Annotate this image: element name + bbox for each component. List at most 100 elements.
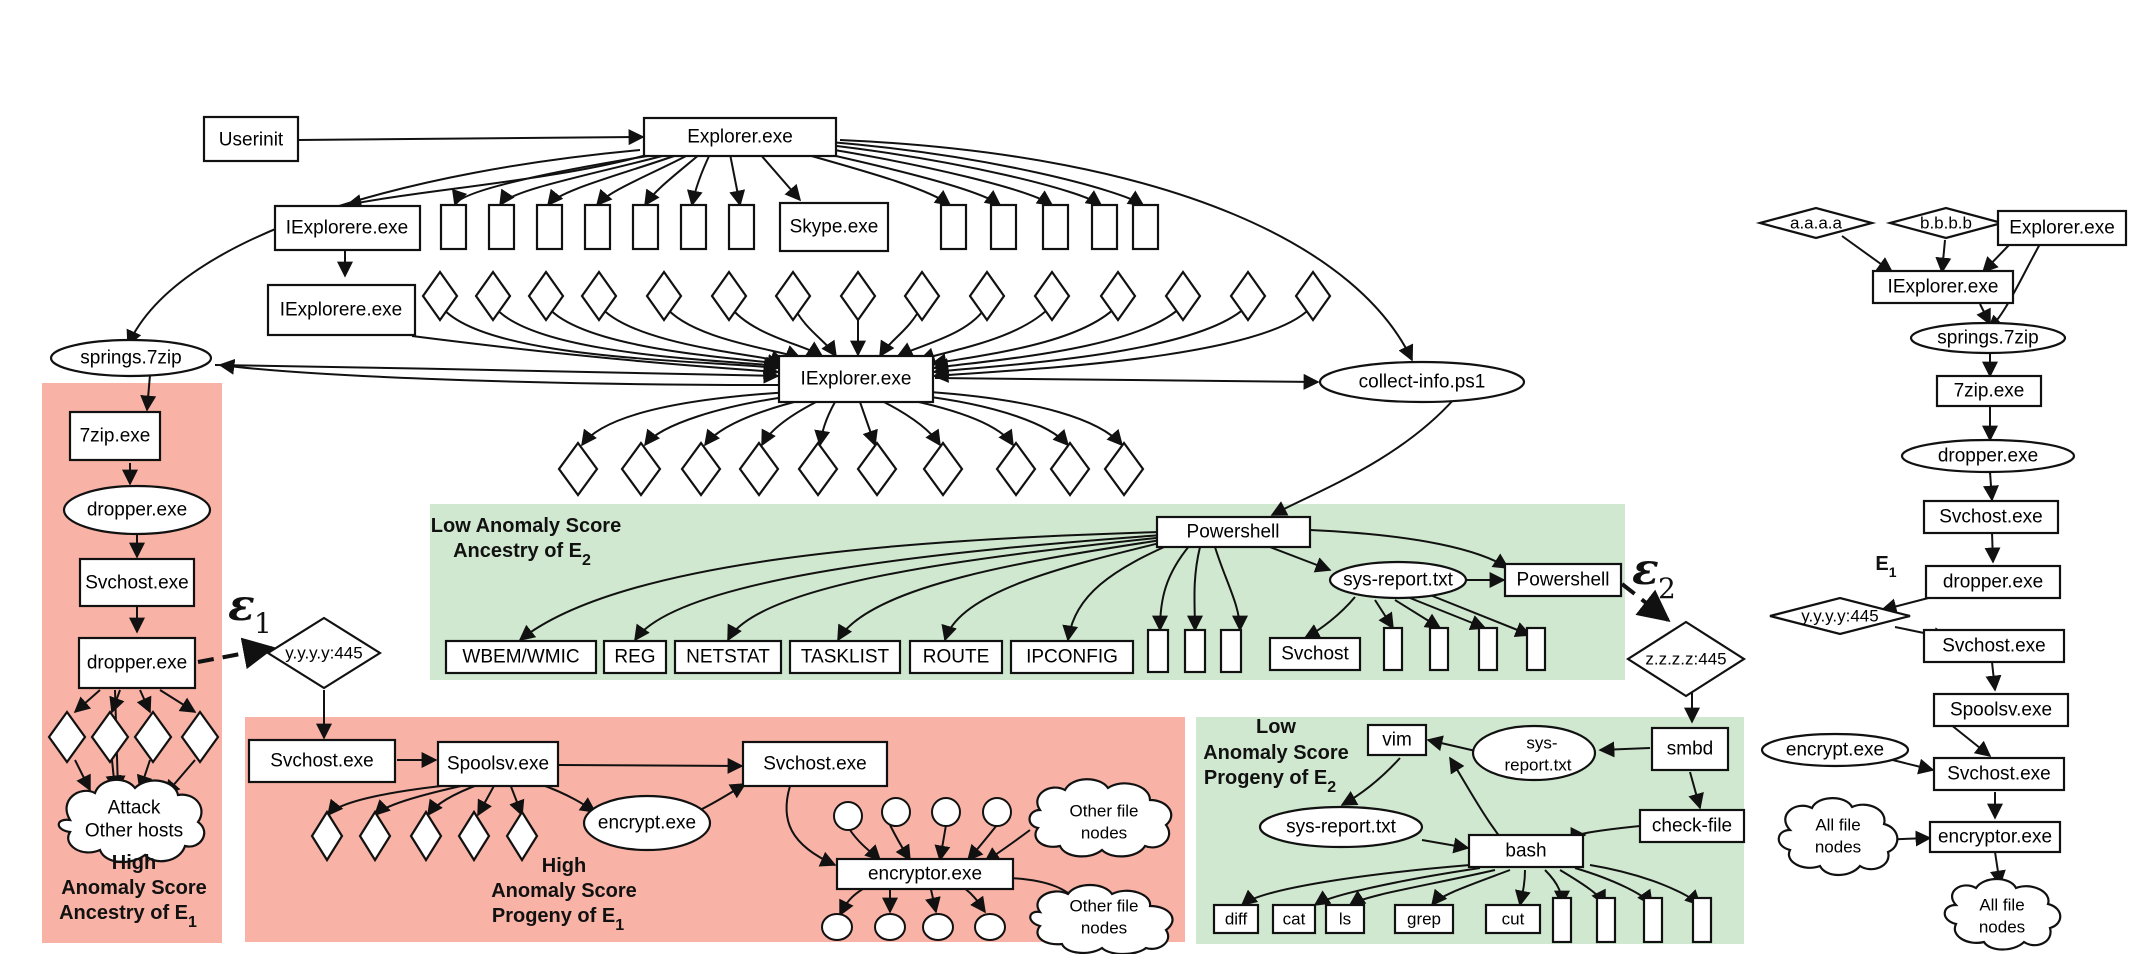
node-ipconfig: IPCONFIG [1009, 639, 1135, 675]
other-file-2-line2: nodes [1081, 919, 1127, 938]
node-other-file-2: Other file nodes [1029, 883, 1174, 954]
lower-diamonds-row [557, 441, 1145, 497]
socket-node [1049, 441, 1091, 497]
node-spoolsv: Spoolsv.exe [436, 740, 560, 788]
socket-node [1164, 270, 1202, 322]
process-node [1428, 626, 1450, 672]
socket-node [1099, 270, 1137, 322]
right-chain: a.a.a.a b.b.b.b Explorer.exe IExplorer.e… [1755, 206, 2128, 951]
node-iexplorer-center-label: IExplorer.exe [801, 369, 912, 390]
node-sys-report-3: sys-report.txt [1258, 805, 1424, 849]
rc-yyyy: y.y.y.y:445 [1769, 596, 1911, 636]
node-diff: diff [1212, 903, 1260, 935]
process-node [939, 203, 968, 251]
process-node [1525, 626, 1547, 672]
node-encryptor: encryptor.exe [835, 857, 1015, 891]
attack-line2: Other hosts [85, 821, 183, 842]
process-node [1041, 203, 1070, 251]
process-node [487, 203, 516, 251]
node-diff-label: diff [1225, 910, 1248, 929]
socket-node [358, 809, 392, 863]
low-ancestry-label: Low Anomaly Score Ancestry of E2 [431, 515, 621, 569]
high-progeny-label-3: Progeny of E1 [492, 905, 624, 934]
node-iexplorere-1: IExplorere.exe [273, 204, 422, 252]
high-progeny-label-1: High [542, 855, 586, 877]
high-progeny-label-3-main: Progeny of E [492, 905, 615, 927]
socket-node [680, 441, 722, 497]
epsilon-1-sub: 1 [254, 607, 272, 640]
other-file-1-line2: nodes [1081, 824, 1127, 843]
node-springs: springs.7zip [49, 338, 213, 378]
low-ancestry-label-2-main: Ancestry of E [453, 540, 582, 562]
node-check-file-label: check-file [1652, 816, 1732, 837]
rc-dropper-rect-label: dropper.exe [1943, 572, 2043, 593]
powershell-unlabeled-rects [1146, 628, 1243, 674]
sys-report-2-line1: sys- [1526, 734, 1557, 753]
edges [73, 129, 2041, 917]
node-dropper-rect: dropper.exe [77, 636, 197, 690]
rc-iexplorer-label: IExplorer.exe [1888, 277, 1999, 298]
rc-7zip-label: 7zip.exe [1954, 381, 2025, 402]
node-other-file-1: Other file nodes [1028, 778, 1173, 858]
process-node [727, 203, 756, 251]
rc-svchost3: Svchost.exe [1932, 756, 2066, 792]
node-skype-label: Skype.exe [790, 217, 879, 238]
process-node [989, 203, 1018, 251]
node-dropper-rect-label: dropper.exe [87, 653, 187, 674]
socket-node [474, 270, 512, 322]
socket-node [505, 809, 539, 863]
node-wbem-label: WBEM/WMIC [462, 647, 579, 668]
rc-dropper-ellipse: dropper.exe [1900, 438, 2076, 474]
sys-report-2-line2: report.txt [1504, 756, 1571, 775]
epsilon-2-symbol: ε [1632, 544, 1659, 595]
node-smbd: smbd [1650, 726, 1730, 772]
file-node [931, 797, 961, 827]
node-zzzz-label: z.z.z.z:445 [1645, 650, 1726, 669]
node-yyyy-label: y.y.y.y:445 [285, 644, 362, 663]
low-progeny-label-3: Progeny of E2 [1204, 767, 1336, 796]
node-springs-label: springs.7zip [80, 348, 181, 369]
node-vim-label: vim [1382, 730, 1412, 751]
high-progeny-region [245, 717, 1185, 942]
node-userinit-label: Userinit [219, 130, 284, 151]
other-file-1-line1: Other file [1070, 802, 1139, 821]
node-grep: grep [1393, 903, 1455, 935]
socket-node [1229, 270, 1267, 322]
low-ancestry-label-2: Ancestry of E2 [453, 540, 591, 569]
rc-aaaa-label: a.a.a.a [1790, 214, 1843, 233]
node-svchost-left-label: Svchost.exe [85, 573, 189, 594]
node-7zip: 7zip.exe [68, 410, 162, 462]
rc-iexplorer: IExplorer.exe [1871, 269, 2015, 305]
socket-node [527, 270, 565, 322]
process-node [1691, 896, 1713, 944]
node-check-file: check-file [1638, 808, 1746, 844]
epsilon-2-marker: ε 2 [1632, 544, 1676, 605]
node-bash: bash [1467, 833, 1585, 869]
socket-node [774, 270, 812, 322]
socket-node [133, 710, 173, 764]
top-row-rects [439, 203, 1160, 251]
high-progeny-label: High Anomaly Score Progeny of E1 [491, 855, 637, 934]
process-node [1477, 626, 1499, 672]
socket-node [47, 710, 87, 764]
node-svchost-g-label: Svchost [1281, 644, 1349, 665]
node-cat: cat [1271, 903, 1317, 935]
node-attack-other-hosts: Attack Other hosts [57, 778, 206, 864]
node-route-label: ROUTE [923, 647, 990, 668]
node-iexplorere-2-label: IExplorere.exe [280, 300, 403, 321]
low-progeny-label-2: Anomaly Score [1203, 742, 1349, 764]
rc-svchost2: Svchost.exe [1922, 628, 2066, 664]
node-svchost-g: Svchost [1268, 636, 1362, 672]
socket-node [856, 441, 898, 497]
process-node [583, 203, 612, 251]
node-smbd-label: smbd [1667, 739, 1713, 760]
node-cut: cut [1484, 903, 1542, 935]
process-node [1146, 628, 1170, 674]
rc-explorer: Explorer.exe [1996, 209, 2128, 247]
node-7zip-label: 7zip.exe [80, 426, 151, 447]
rc-all-files-1-line2: nodes [1815, 838, 1861, 857]
node-powershell-2: Powershell [1503, 562, 1623, 598]
socket-node [557, 441, 599, 497]
rc-svchost3-label: Svchost.exe [1947, 764, 2051, 785]
node-skype: Skype.exe [778, 201, 890, 253]
